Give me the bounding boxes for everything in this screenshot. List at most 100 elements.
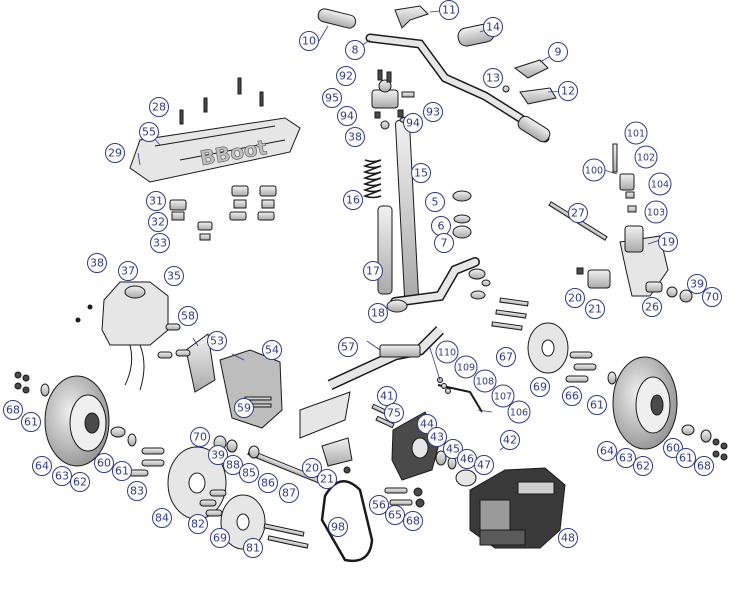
callout-70a: 70 [702, 287, 722, 307]
callout-circle [648, 172, 672, 196]
callout-label: 43 [430, 431, 444, 444]
callout-65: 65 [385, 505, 405, 525]
deck-screws-part [179, 77, 264, 125]
callout-95: 95 [322, 88, 342, 108]
callout-circle [322, 88, 342, 108]
callout-83: 83 [127, 481, 147, 501]
callout-104: 104 [648, 172, 672, 196]
callout-circle [676, 448, 696, 468]
callout-circle [234, 398, 254, 418]
callout-20a: 20 [565, 288, 585, 308]
callout-circle [439, 0, 459, 20]
callout-53: 53 [207, 331, 227, 351]
fork-part [619, 225, 669, 297]
callout-21b: 21 [317, 469, 337, 489]
grip-part [317, 8, 357, 29]
callout-94a: 94 [337, 106, 357, 126]
callout-9: 9 [548, 42, 568, 62]
callout-circle [152, 508, 172, 528]
callout-label: 16 [346, 194, 360, 207]
deck-part: BBoot [129, 117, 301, 183]
callout-48: 48 [558, 528, 578, 548]
callout-label: 38 [348, 131, 362, 144]
callout-circle [634, 145, 658, 169]
callout-32: 32 [148, 212, 168, 232]
callout-label: 57 [341, 341, 355, 354]
callout-92: 92 [336, 66, 356, 86]
callout-circle [687, 274, 707, 294]
callout-label: 44 [420, 418, 434, 431]
callout-circle [435, 340, 459, 364]
callout-label: 64 [600, 445, 614, 458]
callout-61c: 61 [21, 412, 41, 432]
callout-35: 35 [164, 266, 184, 286]
callout-68c: 68 [403, 511, 423, 531]
callout-label: 100 [585, 166, 603, 177]
callout-circle [336, 66, 356, 86]
callout-circle [3, 400, 23, 420]
callout-label: 92 [339, 70, 353, 83]
callout-82: 82 [188, 514, 208, 534]
callout-label: 21 [320, 473, 334, 486]
callout-label: 93 [426, 106, 440, 119]
callout-label: 14 [486, 21, 500, 34]
callout-label: 15 [414, 167, 428, 180]
callout-circle [148, 212, 168, 232]
callout-47: 47 [474, 455, 494, 475]
callout-26: 26 [642, 297, 662, 317]
callout-13: 13 [483, 68, 503, 88]
callout-label: 12 [561, 85, 575, 98]
callout-69a: 69 [530, 377, 550, 397]
callout-label: 19 [661, 236, 675, 249]
callout-62b: 62 [70, 472, 90, 492]
callout-label: 55 [142, 126, 156, 139]
callout-circle [473, 369, 497, 393]
callout-label: 66 [565, 390, 579, 403]
callout-label: 104 [651, 180, 669, 191]
callout-circle [624, 121, 648, 145]
callout-circle [616, 448, 636, 468]
callout-circle [94, 453, 114, 473]
callout-33: 33 [150, 233, 170, 253]
callout-circle [496, 347, 516, 367]
clutch-bracket-part [321, 437, 353, 474]
callout-label: 85 [242, 467, 256, 480]
callout-circle [317, 469, 337, 489]
callout-87: 87 [279, 483, 299, 503]
callout-label: 61 [115, 465, 129, 478]
callout-46: 46 [457, 449, 477, 469]
callout-label: 48 [561, 532, 575, 545]
callout-circle [585, 299, 605, 319]
callout-98: 98 [328, 517, 348, 537]
callout-label: 98 [331, 521, 345, 534]
callout-label: 27 [571, 207, 585, 220]
callout-label: 107 [494, 392, 512, 403]
callout-11: 11 [439, 0, 459, 20]
callout-circle [642, 297, 662, 317]
callout-label: 65 [388, 509, 402, 522]
callout-label: 9 [555, 46, 562, 59]
callout-circle [345, 40, 365, 60]
callout-circle [338, 337, 358, 357]
deck-mounts-part [169, 185, 277, 241]
callout-28: 28 [149, 97, 169, 117]
callout-circle [52, 466, 72, 486]
plate-part [185, 333, 216, 393]
callout-label: 83 [130, 485, 144, 498]
callout-label: 64 [35, 460, 49, 473]
callout-label: 68 [406, 515, 420, 528]
callout-61a: 61 [587, 395, 607, 415]
callout-70b: 70 [190, 427, 210, 447]
callout-circle [483, 68, 503, 88]
callout-circle [565, 288, 585, 308]
callout-label: 53 [210, 335, 224, 348]
callout-circle [363, 261, 383, 281]
callout-circle [474, 455, 494, 475]
callout-circle [328, 517, 348, 537]
callout-label: 31 [149, 195, 163, 208]
callout-38b: 38 [87, 253, 107, 273]
callout-circle [425, 192, 445, 212]
callout-circle [403, 113, 423, 133]
callout-103: 103 [644, 200, 668, 224]
